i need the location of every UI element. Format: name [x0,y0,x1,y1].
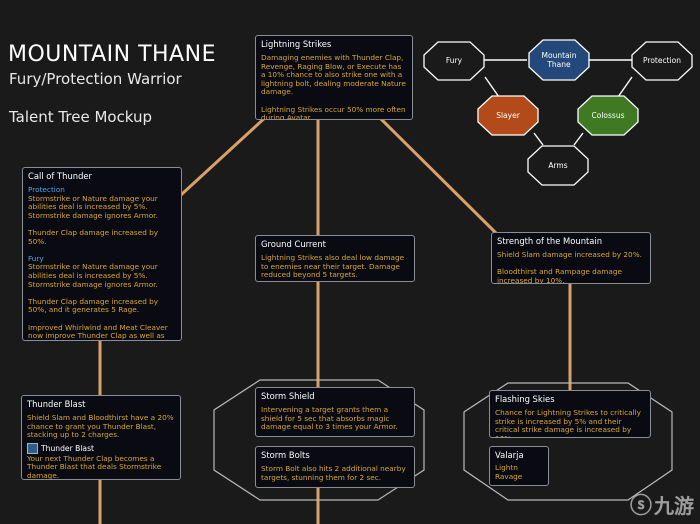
line-lightning-to-strength [378,116,502,239]
node-subheading-label: Thunder Blast [41,443,95,453]
node-thunder-blast[interactable]: Thunder Blast Shield Slam and Bloodthirs… [21,395,181,480]
hex-slayer [477,95,539,136]
node-desc: Thunder Clap damage increased by 50%. [28,227,159,246]
node-title: Flashing Skies [495,394,555,404]
thunder-blast-icon [27,443,38,455]
node-title: Valarja [495,450,524,460]
node-desc: Bloodthirst and Rampage damage increased… [497,267,622,284]
line-lightning-to-call [168,113,270,207]
hex-mountain-thane [528,39,590,81]
node-desc: Lightning Strikes occur 50% more often d… [261,104,406,120]
node-call-of-thunder[interactable]: Call of Thunder Protection Stormstrike o… [22,167,182,341]
section-label-fury: Fury [28,253,44,263]
section-label-protection: Protection [28,185,65,194]
node-title: Storm Shield [261,391,315,401]
page-title: MOUNTAIN THANE [8,42,216,67]
node-title: Call of Thunder [28,171,92,181]
hex-colossus [577,95,639,136]
spec-arms-label: Arms [548,161,568,170]
node-desc: Chance for Lightning Strikes to critical… [495,408,641,437]
node-desc: Ravage [495,471,523,481]
node-strength-of-the-mountain[interactable]: Strength of the Mountain Shield Slam dam… [491,232,651,284]
page-subtitle: Fury/Protection Warrior [9,70,182,88]
node-title: Storm Bolts [261,450,310,460]
spec-colossus-label: Colossus [591,111,625,120]
node-desc: Stormstrike or Nature damage your abilit… [28,262,158,289]
node-desc: Lightning Strikes also deal low damage t… [261,253,405,280]
node-desc: Intervening a target grants them a shiel… [261,405,398,432]
node-title: Thunder Blast [27,399,86,409]
node-desc: Improved Whirlwind and Meat Cleaver now … [28,322,168,341]
spec-map-connectors [484,59,633,146]
node-lightning-strikes[interactable]: Lightning Strikes Damaging enemies with … [255,35,413,120]
node-storm-shield[interactable]: Storm Shield Intervening a target grants… [255,387,415,437]
hex-fury [423,41,485,81]
node-desc: Damaging enemies with Thunder Clap, Reve… [261,53,406,97]
node-title: Ground Current [261,239,326,249]
node-desc: Shield Slam and Bloodthirst have a 20% c… [27,413,174,440]
node-flashing-skies[interactable]: Flashing Skies Chance for Lightning Stri… [489,390,651,438]
node-subheading: Thunder Blast [27,443,175,455]
node-title: Strength of the Mountain [497,236,603,246]
spec-fury-label: Fury [445,56,463,65]
node-valarjar[interactable]: Valarja Lightn Ravage [489,446,549,486]
node-desc: Stormstrike or Nature damage your abilit… [28,193,158,220]
node-title: Lightning Strikes [261,39,332,49]
node-desc: Your next Thunder Clap becomes a Thunder… [27,453,162,480]
spec-protection-label: Protection [643,56,681,65]
node-desc: Storm Bolt also hits 2 additional nearby… [261,464,406,482]
node-storm-bolts[interactable]: Storm Bolts Storm Bolt also hits 2 addit… [255,446,415,488]
spec-slayer-label: Slayer [496,111,520,120]
tree-connectors [98,113,572,524]
watermark-text: 九游 [654,494,694,518]
page-mockup-label: Talent Tree Mockup [9,108,153,126]
spec-mountain-thane-label: Mountain Thane [541,51,577,69]
node-ground-current[interactable]: Ground Current Lightning Strikes also de… [255,235,415,282]
hex-protection [631,41,693,81]
watermark-logo-icon: ⓢ [629,494,652,519]
node-desc: Shield Slam damage increased by 20%. [497,250,642,259]
node-desc: Lightn [495,463,518,472]
hex-arms [527,145,589,186]
node-desc: Thunder Clap damage increased by 50%, an… [28,296,159,315]
